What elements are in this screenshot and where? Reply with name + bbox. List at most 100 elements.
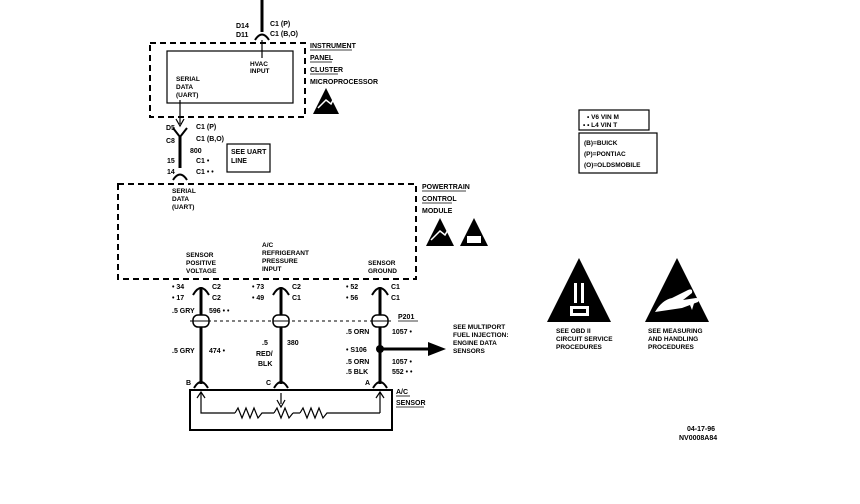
sensor-positive-2: POSITIVE bbox=[186, 260, 217, 267]
sensor-ground-2: GROUND bbox=[368, 268, 397, 275]
sensor-wiper-arrow bbox=[276, 399, 286, 409]
ipc-title-3: CLUSTER bbox=[310, 67, 343, 74]
sensor-resistor-3 bbox=[299, 406, 380, 420]
obd-note-1: SEE OBD II bbox=[556, 328, 591, 335]
ipc-title-2: PANEL bbox=[310, 55, 334, 62]
see-uart-box bbox=[226, 143, 271, 173]
pin-c8: C8 bbox=[166, 138, 175, 145]
obd-ii-icon bbox=[547, 258, 611, 322]
conn-15: C1 • bbox=[196, 158, 210, 165]
sensor-resistor-2 bbox=[273, 406, 294, 420]
hvac-input-label-2: INPUT bbox=[250, 68, 270, 75]
esd-hand-icon bbox=[645, 258, 709, 322]
esd-icon-pcm bbox=[426, 218, 454, 246]
conn-c1-p-top: C1 (P) bbox=[270, 21, 290, 28]
terminal-a: A bbox=[365, 380, 370, 387]
multiport-note-3: ENGINE DATA bbox=[453, 340, 497, 347]
brand-legend-buick: (B)=BUICK bbox=[584, 140, 618, 147]
connector-b bbox=[193, 381, 209, 389]
red-blk-num: 380 bbox=[287, 340, 299, 347]
see-uart-1: SEE UART bbox=[231, 149, 267, 156]
conn-17: C2 bbox=[212, 295, 221, 302]
pcm-title-1: POWERTRAIN bbox=[422, 184, 470, 191]
footer-code: NV0008A84 bbox=[679, 435, 717, 442]
obd-icon-pcm bbox=[460, 218, 488, 246]
multiport-note-2: FUEL INJECTION: bbox=[453, 332, 509, 339]
esd-note-3: PROCEDURES bbox=[648, 344, 695, 351]
multiport-arrow bbox=[428, 342, 446, 356]
sensor-resistor-left-arrow bbox=[196, 390, 206, 399]
see-uart-2: LINE bbox=[231, 158, 247, 165]
sensor-resistor-right-arrow bbox=[375, 390, 385, 399]
pin-15: 15 bbox=[167, 158, 175, 165]
conn-34: C2 bbox=[212, 284, 221, 291]
pin-34: • 34 bbox=[172, 284, 184, 291]
obd-note-2: CIRCUIT SERVICE bbox=[556, 336, 613, 343]
pin-d11: D11 bbox=[236, 32, 249, 39]
conn-c1-bo: C1 (B,O) bbox=[196, 136, 224, 143]
connector-a bbox=[372, 381, 388, 389]
conn-73: C2 bbox=[292, 284, 301, 291]
esd-note-1: SEE MEASURING bbox=[648, 328, 703, 335]
ipc-title-4: MICROPROCESSOR bbox=[310, 79, 378, 86]
s106-label: • S106 bbox=[346, 347, 367, 354]
ipc-serial-data-1: SERIAL bbox=[176, 76, 200, 83]
pin-d14: D14 bbox=[236, 23, 249, 30]
pin-73: • 73 bbox=[252, 284, 264, 291]
ipc-title-1: INSTRUMENT bbox=[310, 43, 357, 50]
red-blk-2: RED/ bbox=[256, 351, 273, 358]
pin-17: • 17 bbox=[172, 295, 184, 302]
connector-d14 bbox=[254, 33, 270, 41]
orn-bot-num: 1057 • bbox=[392, 359, 413, 366]
wire-800-label: 800 bbox=[190, 148, 202, 155]
ipc-serial-data-3: (UART) bbox=[176, 92, 198, 99]
p201-inline-connector-middle bbox=[272, 314, 290, 328]
ac-sensor-label-1: A/C bbox=[396, 389, 408, 396]
gry-bot-label: .5 GRY bbox=[172, 348, 195, 355]
multiport-note-1: SEE MULTIPORT bbox=[453, 324, 505, 331]
multiport-note-4: SENSORS bbox=[453, 348, 485, 355]
footer-date: 04-17-96 bbox=[687, 426, 715, 433]
instrument-panel-cluster-box bbox=[149, 42, 306, 118]
sensor-ground-1: SENSOR bbox=[368, 260, 396, 267]
conn-49: C1 bbox=[292, 295, 301, 302]
terminal-b: B bbox=[186, 380, 191, 387]
ac-pressure-3: PRESSURE bbox=[262, 258, 298, 265]
orn-top-label: .5 ORN bbox=[346, 329, 369, 336]
conn-c1-bo-top: C1 (B,O) bbox=[270, 31, 298, 38]
blk-bot-num: 552 • • bbox=[392, 369, 413, 376]
red-blk-3: BLK bbox=[258, 361, 272, 368]
pcm-title-2: CONTROL bbox=[422, 196, 457, 203]
brand-legend-pontiac: (P)=PONTIAC bbox=[584, 151, 626, 158]
sensor-positive-1: SENSOR bbox=[186, 252, 214, 259]
hvac-input-label: HVAC bbox=[250, 61, 268, 68]
engine-legend-l4: • • L4 VIN T bbox=[583, 122, 617, 129]
brand-legend-box bbox=[578, 132, 658, 174]
brand-legend-oldsmobile: (O)=OLDSMOBILE bbox=[584, 162, 641, 169]
p201-label: P201 bbox=[398, 314, 414, 321]
sensor-resistor-1 bbox=[234, 406, 274, 420]
gry-top-label: .5 GRY bbox=[172, 308, 195, 315]
connector-d5 bbox=[172, 127, 188, 139]
pin-56: • 56 bbox=[346, 295, 358, 302]
gry-bot-num: 474 • bbox=[209, 348, 226, 355]
gry-top-num: 596 • • bbox=[209, 308, 230, 315]
esd-note-2: AND HANDLING bbox=[648, 336, 698, 343]
pin-d5: D5 bbox=[166, 125, 175, 132]
orn-bot-label: .5 ORN bbox=[346, 359, 369, 366]
sensor-positive-3: VOLTAGE bbox=[186, 268, 217, 275]
engine-legend-v6: • V6 VIN M bbox=[587, 114, 619, 121]
conn-56: C1 bbox=[391, 295, 400, 302]
pin-14: 14 bbox=[167, 169, 175, 176]
pcm-serial-3: (UART) bbox=[172, 204, 194, 211]
p201-inline-connector-right bbox=[371, 314, 389, 328]
ac-sensor-label-2: SENSOR bbox=[396, 400, 426, 407]
ipc-serial-data-2: DATA bbox=[176, 84, 193, 91]
conn-52: C1 bbox=[391, 284, 400, 291]
conn-14: C1 • • bbox=[196, 169, 214, 176]
red-blk-1: .5 bbox=[262, 340, 268, 347]
pin-49: • 49 bbox=[252, 295, 264, 302]
pin-52: • 52 bbox=[346, 284, 358, 291]
ac-pressure-2: REFRIGERANT bbox=[262, 250, 309, 257]
